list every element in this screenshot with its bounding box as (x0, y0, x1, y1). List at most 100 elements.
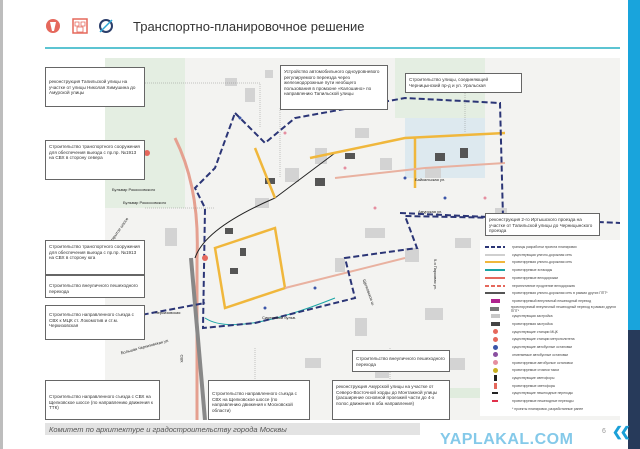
legend-symbol-line-icon (484, 266, 506, 274)
callout-pedestrian-crossing-2: Строительство внеуличного пешеходного пе… (352, 350, 450, 372)
legend-symbol-box-icon (484, 312, 506, 320)
legend-item: существующие станции МЦК (484, 328, 619, 336)
legend-item: перспективное продление велодорожек (484, 282, 619, 290)
legend-item: проектируемые эстакады (484, 266, 619, 274)
moscow-architecture-logo-icon (46, 19, 60, 33)
legend-label: проектируемая улично-дорожная сеть в рам… (512, 291, 608, 296)
legend-item: существующие пешеходные переходы (484, 389, 619, 397)
legend-symbol-line-icon (484, 251, 506, 259)
legend-item: проектируемые стоянки такси (484, 366, 619, 374)
watermark: YAPLAKAL.COM (440, 431, 574, 448)
legend-label: проектируемая застройка (512, 322, 553, 326)
legend-item: проектируемый внеуличный пешеходный пере… (484, 305, 619, 313)
callout-leaders (145, 82, 466, 383)
legend-symbol-line-icon (484, 274, 506, 282)
legend-label: существующие пешеходные переходы (512, 391, 573, 396)
legend-label: существующие светофоры (512, 375, 555, 380)
callout-crossing: Устройство автомобильного одноуровневого… (280, 65, 388, 110)
legend-label: проектируемый внеуличный пешеходный пере… (512, 298, 592, 303)
legend-item: существующие автобусные остановки (484, 343, 619, 351)
legend-item: проектируемые светофоры (484, 382, 619, 390)
legend-symbol-line-icon (484, 258, 506, 266)
legend-item: проектируемая застройка (484, 320, 619, 328)
legend-label: проектируемые пешеходные переходы (512, 399, 574, 403)
map-label-metro: Бульвар Рокоссовского (123, 200, 167, 205)
legend-symbol-circle-icon (484, 335, 506, 343)
callout-mck-exit: Строительство направленного съезда с СВХ… (45, 305, 145, 340)
legend-label: существующая застройка (512, 314, 553, 319)
legend-symbol-box-icon (484, 320, 506, 328)
map-label-street: Амурская ул. (418, 209, 443, 214)
planned-bus-stops (283, 131, 487, 210)
legend-symbol-dash-navy-icon (484, 243, 506, 251)
legend-label: проектируемые стоянки такси (512, 368, 560, 373)
legend-item: проектируемая улично-дорожная сеть в рам… (484, 289, 619, 297)
rail-spur (194, 152, 336, 259)
planned-buildings (225, 148, 468, 274)
legend-symbol-circle-icon (484, 328, 506, 336)
legend-symbol-circle-icon (484, 351, 506, 359)
legend-item: проектируемый внеуличный пешеходный пере… (484, 297, 619, 305)
footer-bar: Комитет по архитектуре и градостроительс… (45, 423, 420, 435)
legend-label: проектируемые велодорожки (512, 275, 559, 280)
callout-tapilskaya: реконструкция Тапильской улицы на участк… (45, 67, 145, 107)
legend-label: * проекты планировки, разработанные ране… (512, 406, 584, 411)
legend-item: проектируемые пешеходные переходы (484, 397, 619, 405)
legend-symbol-box-icon (484, 305, 505, 313)
legend-label: существующие станции МЦК (512, 329, 558, 334)
map-label-metro: Черкизовская (155, 310, 181, 315)
page-title: Транспортно-планировочное решение (133, 19, 365, 34)
bike-lanes (284, 162, 506, 289)
legend-item: существующие станции метрополитена (484, 335, 619, 343)
map-label-street: Байкальская ул. (415, 177, 446, 182)
back-chevrons-icon[interactable]: ❮❮ (612, 424, 631, 439)
legend-symbol-circle-icon (484, 359, 506, 367)
legend-symbol-bar-icon (484, 389, 506, 397)
legend-item: проектируемые автобусные остановки (484, 359, 619, 367)
legend-symbol-light-icon (484, 374, 506, 382)
callout-shchelkovskoe-oblast: Строительство направленного съезда с СВХ… (208, 380, 310, 420)
legend-label: проектируемый внеуличный пешеходный пере… (510, 304, 617, 313)
legend-label: существующие станции метрополитена (512, 337, 575, 342)
map-legend: границы разработки проекта планировки сущ… (480, 240, 620, 416)
side-strip-accent (628, 0, 640, 330)
genplan-institute-logo-icon (99, 19, 113, 33)
planned-overpass (204, 297, 336, 326)
legend-label: перспективное продление велодорожек (512, 283, 575, 288)
callout-pedestrian-crossing: Строительство внеуличного пешеходного пе… (45, 275, 145, 298)
callout-shchelkovskoe-ttk: Строительство направленного съезда с СВХ… (45, 380, 160, 420)
legend-label: проектируемые светофоры (512, 383, 556, 388)
mka-logo-icon (72, 18, 88, 34)
legend-symbol-box-icon (484, 297, 506, 305)
callout-irtyshsky: реконструкция 2-го Иртышского проезда на… (485, 213, 600, 236)
callout-amurskaya: реконструкция Амурской улицы на участке … (332, 380, 450, 420)
side-strip-dark (628, 330, 640, 449)
legend-item: отменяемые автобусные остановки (484, 351, 619, 359)
legend-label: проектируемые эстакады (512, 268, 553, 273)
map-label-metro: Бульвар Рокоссовского (112, 187, 156, 192)
bus-stops (238, 116, 447, 310)
callout-south-exit: Строительство транспортного сооружения д… (45, 240, 145, 275)
legend-label: существующие автобусные остановки (512, 345, 573, 350)
legend-item: существующие светофоры (484, 374, 619, 382)
callout-new-street: Строительство улицы, соединяющей Черницы… (405, 73, 522, 93)
page-edge (0, 0, 3, 449)
legend-symbol-circle-icon (484, 343, 506, 351)
map-label-street: 9-я Парковая ул. (433, 258, 439, 291)
legend-symbol-none-icon (484, 405, 506, 413)
legend-item: * проекты планировки, разработанные ране… (484, 405, 619, 413)
legend-item: границы разработки проекта планировки (484, 243, 619, 251)
legend-item: проектируемые велодорожки (484, 274, 619, 282)
svh-overpass (189, 257, 207, 420)
legend-item: проектируемая улично-дорожная сеть (484, 258, 619, 266)
legend-item: существующая застройка (484, 312, 619, 320)
header-divider (45, 47, 620, 49)
legend-symbol-bar-icon (484, 397, 506, 405)
legend-label: границы разработки проекта планировки (512, 245, 577, 249)
legend-symbol-circle-icon (484, 366, 506, 374)
legend-symbol-line-icon (484, 289, 506, 297)
legend-item: существующая улично-дорожная сеть (484, 251, 619, 259)
legend-label: проектируемые автобусные остановки (512, 360, 573, 365)
legend-label: отменяемые автобусные остановки (512, 352, 569, 357)
map-label-svh: СВХ (179, 354, 185, 363)
